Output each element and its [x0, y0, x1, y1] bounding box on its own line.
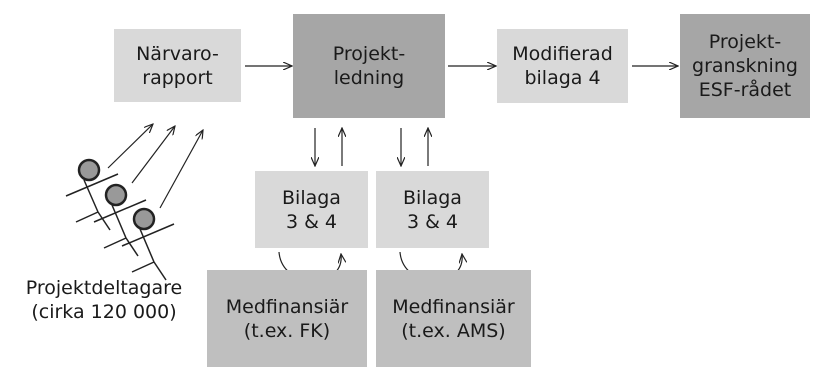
arrow-participant-3	[159, 130, 203, 209]
medfin-left-line-1: Medfinansiär	[225, 295, 349, 318]
bilaga-left-line-1: Bilaga	[282, 186, 341, 209]
projektgranskning-line-1: Projekt-	[708, 31, 782, 53]
participants-label: Projektdeltagare (cirka 120 000)	[4, 276, 204, 324]
modifierad-bilaga-box: Modifierad bilaga 4	[497, 29, 628, 103]
stick-figure-3	[121, 207, 175, 281]
stick-figure-1	[65, 158, 119, 231]
modifierad-line-2: bilaga 4	[524, 67, 601, 89]
projektledning-line-2: ledning	[333, 67, 405, 89]
bilaga-right-line-2: 3 & 4	[406, 210, 459, 233]
projektgranskning-line-2: granskning	[692, 55, 798, 77]
bilaga-right-line-1: Bilaga	[403, 186, 462, 209]
stick-figure-2	[93, 183, 147, 257]
medfin-right-line-2: (t.ex. AMS)	[401, 319, 506, 342]
arrow-participant-2	[131, 126, 175, 184]
participants-line-2: (cirka 120 000)	[31, 301, 177, 323]
medfin-left-line-2: (t.ex. FK)	[243, 319, 331, 342]
modifierad-line-1: Modifierad	[512, 43, 613, 65]
bilaga-box-right: Bilaga 3 & 4	[376, 171, 489, 248]
projektgranskning-box: Projekt- granskning ESF-rådet	[680, 14, 810, 118]
projektgranskning-line-3: ESF-rådet	[698, 79, 792, 101]
projektledning-box: Projekt- ledning	[293, 14, 445, 118]
medfinansiar-box-right: Medfinansiär (t.ex. AMS)	[376, 270, 531, 367]
narvarorapport-box: Närvaro- rapport	[114, 29, 241, 102]
arrow-participant-1	[107, 124, 153, 169]
bilaga-left-line-2: 3 & 4	[285, 210, 338, 233]
medfin-right-line-1: Medfinansiär	[392, 295, 515, 318]
medfinansiar-box-left: Medfinansiär (t.ex. FK)	[207, 270, 367, 367]
participants-line-1: Projektdeltagare	[25, 277, 183, 299]
narvarorapport-line-2: rapport	[142, 66, 213, 89]
projektledning-line-1: Projekt-	[332, 43, 406, 65]
bilaga-box-left: Bilaga 3 & 4	[255, 171, 368, 248]
narvarorapport-line-1: Närvaro-	[136, 42, 219, 65]
